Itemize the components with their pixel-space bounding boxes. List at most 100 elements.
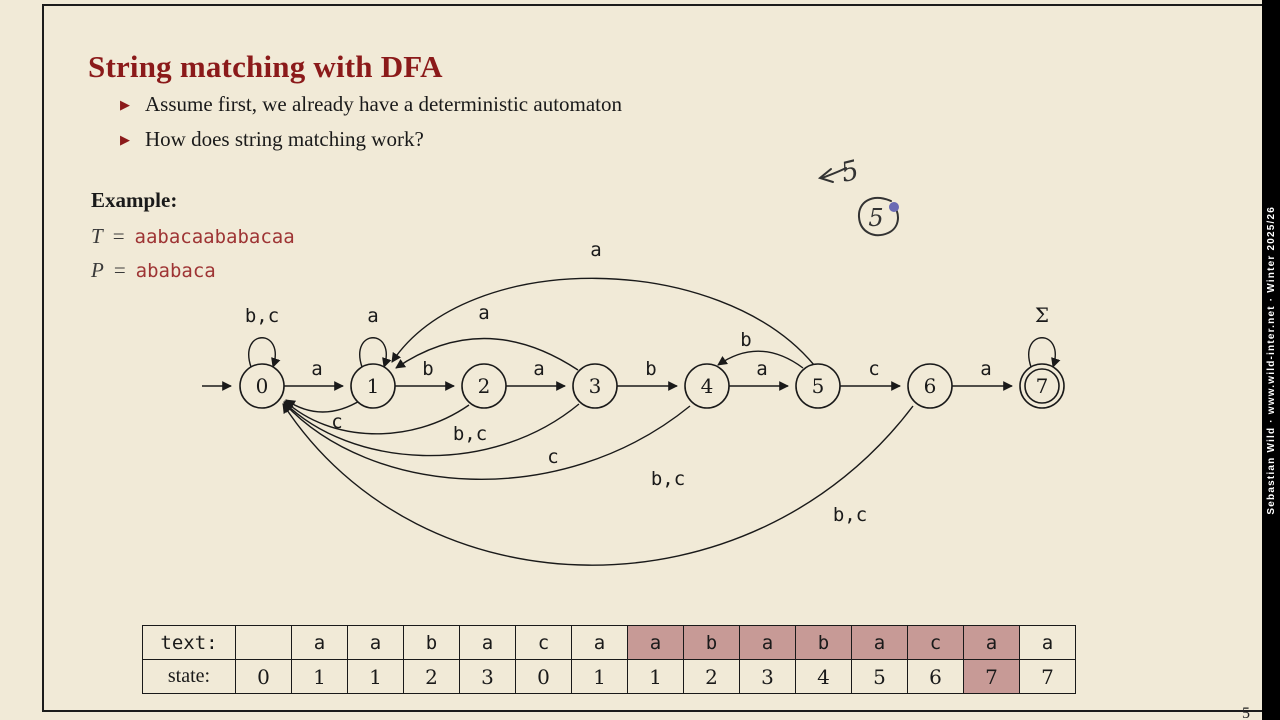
text-cell: a (1019, 625, 1076, 660)
page-number: 5 (1242, 705, 1250, 720)
var-T: T (91, 224, 103, 248)
edge-label-3-0: c (547, 446, 558, 468)
state-cell: 3 (739, 659, 796, 694)
bullet-text: Assume first, we already have a determin… (145, 92, 623, 116)
state-row: state: 0 1 1 2 3 0 1 1 2 3 4 5 6 7 7 (142, 659, 1076, 694)
text-cell: a (571, 625, 628, 660)
edge-label-3-1: a (478, 302, 489, 324)
state-cell: 7 (963, 659, 1020, 694)
equals-sign: = (113, 258, 126, 282)
edge-label-1-0: c (331, 411, 342, 433)
state-3: 3 (572, 363, 618, 409)
handwritten-digit-top: 5 (838, 155, 862, 189)
text-cell: a (739, 625, 796, 660)
slide-border-top (42, 4, 1262, 6)
credit-text: Sebastian Wild · www.wild-inter.net · Wi… (1265, 205, 1277, 515)
state-cell: 4 (795, 659, 852, 694)
state-7-label: 7 (1036, 374, 1049, 398)
state-cell: 1 (571, 659, 628, 694)
text-cell: c (907, 625, 964, 660)
state-7-accepting: 7 (1019, 363, 1065, 409)
state-0: 0 (239, 363, 285, 409)
credit-sidebar: Sebastian Wild · www.wild-inter.net · Wi… (1262, 0, 1280, 720)
text-cell: b (795, 625, 852, 660)
edge-5-4 (717, 350, 804, 369)
state-cell: 2 (683, 659, 740, 694)
text-cell: b (403, 625, 460, 660)
state-6-label: 6 (924, 374, 937, 398)
handwritten-digit-circled: 5 (868, 204, 883, 232)
edge-2-0 (284, 400, 470, 435)
edge-3-0 (283, 401, 580, 457)
trace-table: text: a a b a c a a b a b a c a a state:… (142, 625, 1076, 694)
edge-1-0 (285, 399, 362, 413)
edge-label-0-1: a (311, 358, 322, 380)
text-cell: a (963, 625, 1020, 660)
state-cell: 3 (459, 659, 516, 694)
bullet-text: How does string matching work? (145, 127, 424, 151)
handwritten-arrowhead (817, 168, 834, 183)
text-cell: a (347, 625, 404, 660)
state-6-circle (907, 363, 953, 409)
edge-label-6-0: b,c (833, 504, 867, 526)
bullet-item: ▶ Assume first, we already have a determ… (120, 92, 622, 127)
state-cell: 0 (515, 659, 572, 694)
state-cell: 7 (1019, 659, 1076, 694)
var-P: P (91, 258, 104, 282)
state-7-inner-circle (1024, 368, 1060, 404)
row-label: state: (142, 659, 236, 694)
edge-label-5-6: c (868, 358, 879, 380)
equals-sign: = (112, 224, 125, 248)
slide-border-left (42, 4, 44, 712)
loop-label-1: a (367, 305, 378, 327)
state-4: 4 (684, 363, 730, 409)
bullet-item: ▶ How does string matching work? (120, 127, 622, 162)
text-cell: a (627, 625, 684, 660)
state-0-circle (239, 363, 285, 409)
example-label: Example: (91, 188, 178, 212)
edge-3-1 (395, 337, 579, 371)
pattern-string-value: ababaca (135, 260, 216, 282)
row-label: text: (142, 625, 236, 660)
ink-dot (889, 202, 899, 212)
self-loop-1 (359, 337, 392, 368)
handwritten-annotation: 5 5 (817, 155, 899, 237)
state-4-circle (684, 363, 730, 409)
loop-label-0: b,c (245, 305, 279, 327)
handwritten-circle (857, 197, 899, 237)
state-3-label: 3 (589, 374, 602, 398)
edge-label-3-4: b (645, 358, 656, 380)
edge-label-2-0: b,c (453, 423, 487, 445)
edge-label-4-5: a (756, 358, 767, 380)
state-2-circle (461, 363, 507, 409)
state-6: 6 (907, 363, 953, 409)
self-loop-7 (1028, 337, 1061, 368)
state-5-circle (795, 363, 841, 409)
text-definition: T=aabacaababacaa (91, 224, 295, 249)
edge-label-4-0: b,c (651, 468, 685, 490)
text-row: text: a a b a c a a b a b a c a a (142, 625, 1076, 660)
text-cell: a (851, 625, 908, 660)
edge-label-1-2: b (422, 358, 433, 380)
state-3-circle (572, 363, 618, 409)
edge-5-1 (391, 277, 815, 366)
page-title: String matching with DFA (88, 48, 443, 84)
state-cell: 2 (403, 659, 460, 694)
state-2-label: 2 (478, 374, 491, 398)
bullet-list: ▶ Assume first, we already have a determ… (120, 92, 622, 162)
edge-label-6-7: a (980, 358, 991, 380)
edge-label-2-3: a (533, 358, 544, 380)
state-5: 5 (795, 363, 841, 409)
handwritten-arrow (821, 167, 847, 179)
state-7-outer-circle (1019, 363, 1065, 409)
state-1: 1 (350, 363, 396, 409)
loop-label-7-sigma: Σ (1035, 303, 1049, 327)
bullet-triangle-icon: ▶ (120, 98, 130, 113)
text-cell: a (459, 625, 516, 660)
text-cell (235, 625, 292, 660)
self-loop-0 (248, 337, 281, 368)
state-cell: 6 (907, 659, 964, 694)
state-cell: 0 (235, 659, 292, 694)
pattern-definition: P = ababaca (91, 258, 216, 283)
